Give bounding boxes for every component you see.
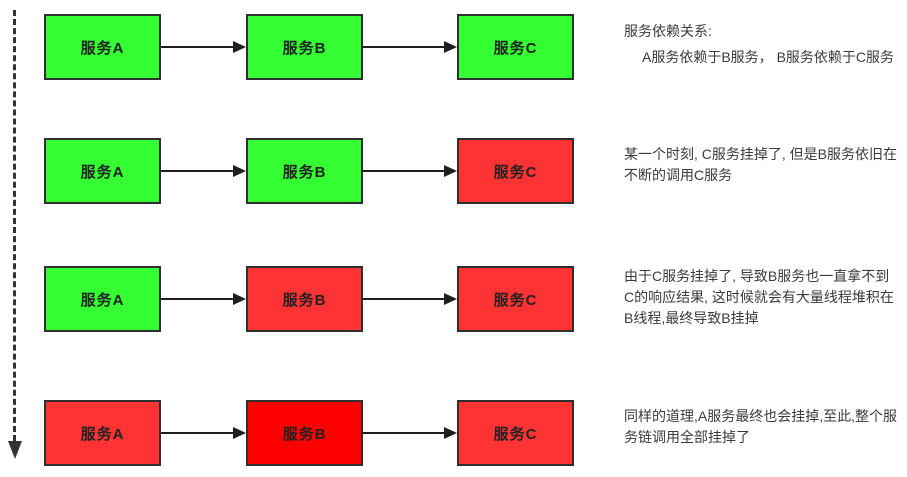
- note-line: C的响应结果, 这时候就会有大量线程堆积在: [624, 289, 894, 305]
- note-line: 由于C服务挂掉了, 导致B服务也一直拿不到: [624, 268, 890, 284]
- note-line: 务链调用全部挂掉了: [624, 429, 750, 445]
- service-a-label: 服务A: [80, 291, 125, 309]
- service-c-label: 服务C: [493, 291, 538, 309]
- service-b-label: 服务B: [282, 39, 327, 57]
- note-line: 不断的调用C服务: [624, 167, 733, 183]
- service-b-label: 服务B: [282, 425, 327, 443]
- diagram-row-1: 服务A 服务B 服务C: [0, 14, 620, 80]
- time-axis-arrowhead-icon: [8, 441, 22, 459]
- service-box-a: 服务A: [44, 14, 161, 80]
- note-line: 服务依赖关系:: [624, 23, 712, 39]
- diagram-row-3: 服务A 服务B 服务C: [0, 266, 620, 332]
- arrow-b-to-c-icon: [362, 41, 457, 53]
- service-box-c: 服务C: [457, 14, 574, 80]
- service-box-c: 服务C: [457, 266, 574, 332]
- arrow-a-to-b-icon: [161, 165, 246, 177]
- service-box-b: 服务B: [246, 400, 363, 466]
- service-box-c: 服务C: [457, 138, 574, 204]
- time-axis-dashed-line: [13, 10, 16, 441]
- note-service-c-down: 某一个时刻, C服务挂掉了, 但是B服务依旧在 不断的调用C服务: [624, 144, 907, 186]
- service-b-label: 服务B: [282, 291, 327, 309]
- arrow-a-to-b-icon: [161, 293, 246, 305]
- service-box-a: 服务A: [44, 138, 161, 204]
- note-service-b-down: 由于C服务挂掉了, 导致B服务也一直拿不到 C的响应结果, 这时候就会有大量线程…: [624, 266, 907, 329]
- service-box-b: 服务B: [246, 138, 363, 204]
- note-line: 同样的道理,A服务最终也会挂掉,至此,整个服: [624, 408, 898, 424]
- service-a-label: 服务A: [80, 39, 125, 57]
- service-c-label: 服务C: [493, 39, 538, 57]
- service-box-b: 服务B: [246, 266, 363, 332]
- service-a-label: 服务A: [80, 163, 125, 181]
- service-box-c: 服务C: [457, 400, 574, 466]
- note-line: A服务依赖于B服务， B服务依赖于C服务: [642, 49, 895, 65]
- service-box-b: 服务B: [246, 14, 363, 80]
- service-box-a: 服务A: [44, 400, 161, 466]
- diagram-row-4: 服务A 服务B 服务C: [0, 400, 620, 466]
- note-line: B线程,最终导致B挂掉: [624, 310, 759, 326]
- service-c-label: 服务C: [493, 425, 538, 443]
- note-line: 某一个时刻, C服务挂掉了, 但是B服务依旧在: [624, 146, 898, 162]
- service-box-a: 服务A: [44, 266, 161, 332]
- arrow-a-to-b-icon: [161, 41, 246, 53]
- service-c-label: 服务C: [493, 163, 538, 181]
- arrow-b-to-c-icon: [362, 293, 457, 305]
- service-a-label: 服务A: [80, 425, 125, 443]
- arrow-b-to-c-icon: [362, 427, 457, 439]
- note-dependency-relation: 服务依赖关系: A服务依赖于B服务， B服务依赖于C服务: [624, 21, 907, 68]
- arrow-b-to-c-icon: [362, 165, 457, 177]
- diagram-row-2: 服务A 服务B 服务C: [0, 138, 620, 204]
- service-b-label: 服务B: [282, 163, 327, 181]
- arrow-a-to-b-icon: [161, 427, 246, 439]
- note-whole-chain-down: 同样的道理,A服务最终也会挂掉,至此,整个服 务链调用全部挂掉了: [624, 406, 907, 448]
